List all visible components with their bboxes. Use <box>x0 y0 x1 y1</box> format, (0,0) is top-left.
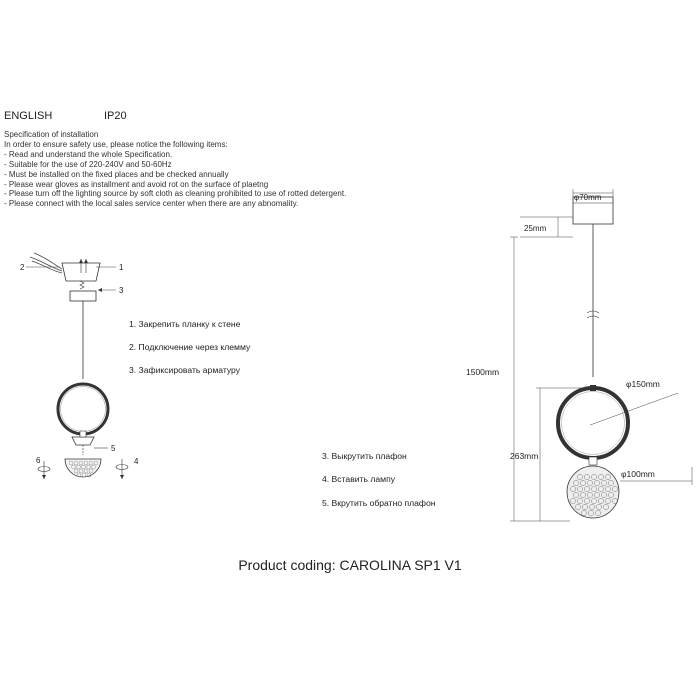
specification-block: Specification of installation In order t… <box>4 130 424 209</box>
install-step-2: 2. Подключение через клемму <box>129 342 251 352</box>
ring <box>556 386 630 460</box>
ring <box>56 382 110 436</box>
cord-break <box>586 310 600 314</box>
spec-item: - Must be installed on the fixed places … <box>4 169 229 179</box>
ip-rating-label: IP20 <box>104 110 127 122</box>
spec-intro: In order to ensure safety use, please no… <box>4 139 228 149</box>
lamp-step-3: 3. Выкрутить плафон <box>322 451 407 461</box>
product-coding: Product coding: CAROLINA SP1 V1 <box>238 557 462 573</box>
callout-3: 3 <box>119 286 124 295</box>
canopy-height-label: 25mm <box>524 224 547 233</box>
wire-2 <box>29 256 63 272</box>
spec-item: - Suitable for the use of 220-240V and 5… <box>4 159 172 169</box>
lamp-step-4: 4. Вставить лампу <box>322 474 396 484</box>
language-label: ENGLISH <box>4 110 53 122</box>
wire-3 <box>31 260 63 274</box>
spec-title: Specification of installation <box>4 130 99 139</box>
install-step-1: 1. Закрепить планку к стене <box>129 319 241 329</box>
lamp-holder <box>71 436 95 446</box>
shade-diameter-label: φ100mm <box>621 469 655 479</box>
ring-diameter-label: φ150mm <box>626 379 660 389</box>
canopy-diameter-label: φ70mm <box>574 193 602 202</box>
canopy <box>572 196 614 225</box>
spec-item: - Please wear gloves as installment and … <box>4 179 269 189</box>
wire-1 <box>33 252 63 270</box>
callout-2: 2 <box>20 263 25 272</box>
globe-shade <box>64 458 102 478</box>
spec-item: - Please turn off the lighting source by… <box>4 189 347 199</box>
total-height-label: 1500mm <box>466 367 499 377</box>
callout-1: 1 <box>119 263 124 272</box>
callout-6: 6 <box>36 456 41 465</box>
body-height-label: 263mm <box>510 451 538 461</box>
callout-4: 4 <box>134 457 139 466</box>
rotate-right-icon <box>115 459 129 479</box>
dimension-diagram: φ70mm 25mm 1500mm φ150mm 263mm φ100mm <box>466 189 693 522</box>
rotate-left-icon <box>37 461 51 479</box>
lamp-step-5: 5. Вкрутить обратно плафон <box>322 498 436 508</box>
globe-shade <box>566 465 620 519</box>
installation-diagram: 2 1 3 5 6 4 <box>20 252 139 479</box>
callout-5: 5 <box>111 444 116 453</box>
screw-icon <box>79 280 85 290</box>
install-step-3: 3. Зафиксировать арматуру <box>129 365 241 375</box>
spec-item: - Read and understand the whole Specific… <box>4 149 173 159</box>
spec-item: - Please connect with the local sales se… <box>4 199 299 209</box>
canopy <box>69 290 97 302</box>
